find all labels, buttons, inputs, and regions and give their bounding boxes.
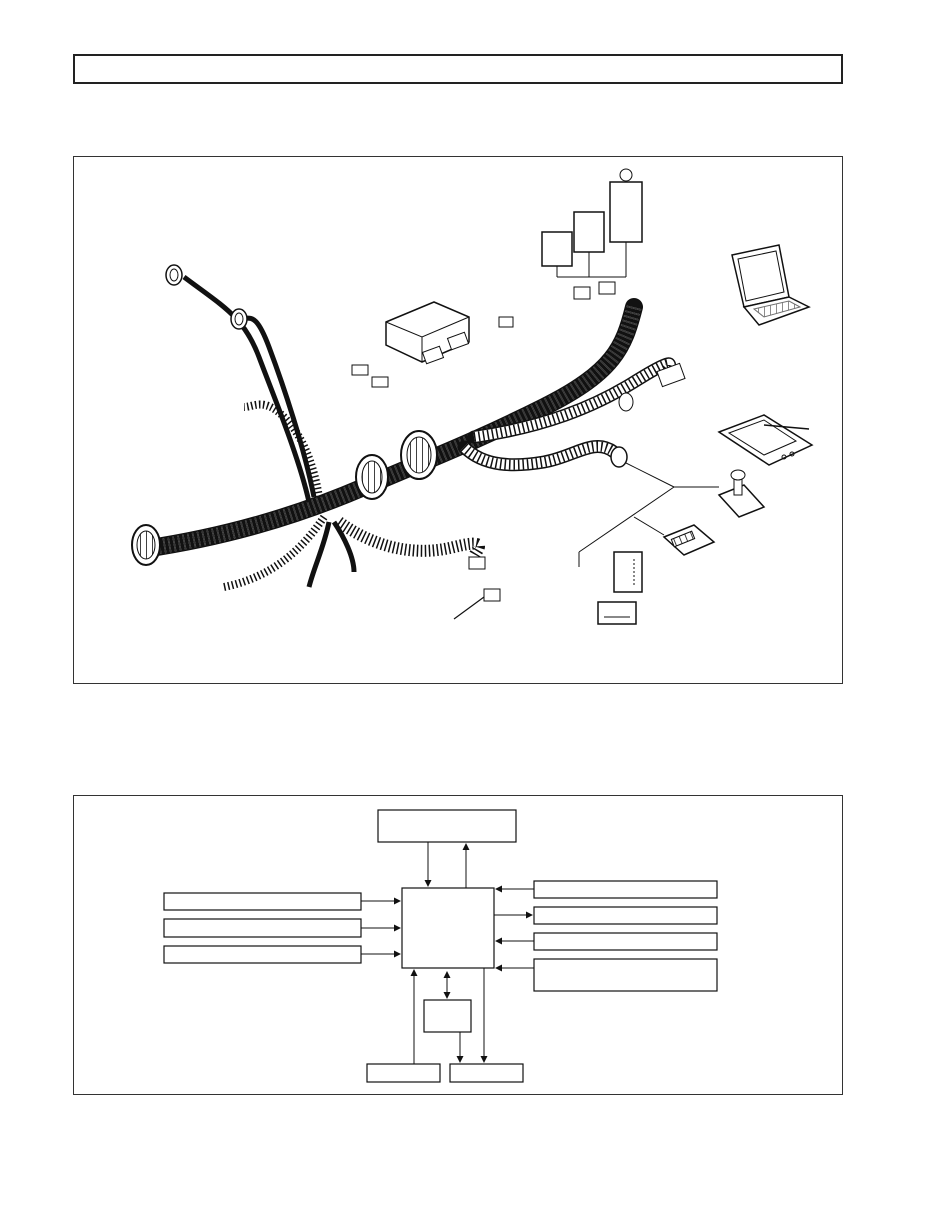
laptop: [731, 244, 811, 326]
bulkhead-grommet-2: [400, 430, 438, 480]
display-module: [613, 551, 643, 593]
branch-right-lower: [457, 440, 621, 472]
block-sub: [423, 999, 472, 1033]
branch-right-upper: [467, 357, 677, 444]
pigtail-connector: [453, 556, 501, 620]
block-diagram-panel: [73, 795, 843, 1095]
block-left-2: [163, 918, 362, 938]
sensor-connector-2: [230, 308, 248, 330]
plug-connectors: [351, 316, 514, 388]
block-center: [401, 887, 495, 969]
header-title-box: [73, 54, 843, 84]
block-right-2: [533, 906, 718, 925]
pda: [717, 414, 814, 466]
control-module: [385, 301, 470, 365]
accessory-link-lines: [578, 461, 719, 567]
block-right-4: [533, 958, 718, 992]
block-left-1: [163, 892, 362, 911]
sensor-connector-1: [165, 264, 183, 286]
right-round-connector: [610, 362, 686, 468]
main-round-connector: [131, 524, 161, 566]
harness-diagram-panel: [73, 156, 843, 684]
block-right-3: [533, 932, 718, 951]
relay-bank: [541, 168, 643, 300]
block-bottom-right: [449, 1063, 524, 1083]
keypad-module: [662, 524, 716, 556]
block-arrows: [361, 842, 534, 1064]
harness-illustration: [131, 168, 814, 625]
header-title: [75, 56, 841, 66]
branch-lower-left: [223, 514, 485, 591]
branch-upper-left: [182, 274, 323, 503]
connector-module: [597, 601, 637, 625]
block-top: [377, 809, 517, 843]
block-bottom-left: [366, 1063, 441, 1083]
block-right-1: [533, 880, 718, 899]
joystick-controller: [717, 469, 766, 518]
block-diagram: [163, 809, 718, 1083]
block-left-3: [163, 945, 362, 964]
bulkhead-grommet-1: [355, 454, 389, 500]
